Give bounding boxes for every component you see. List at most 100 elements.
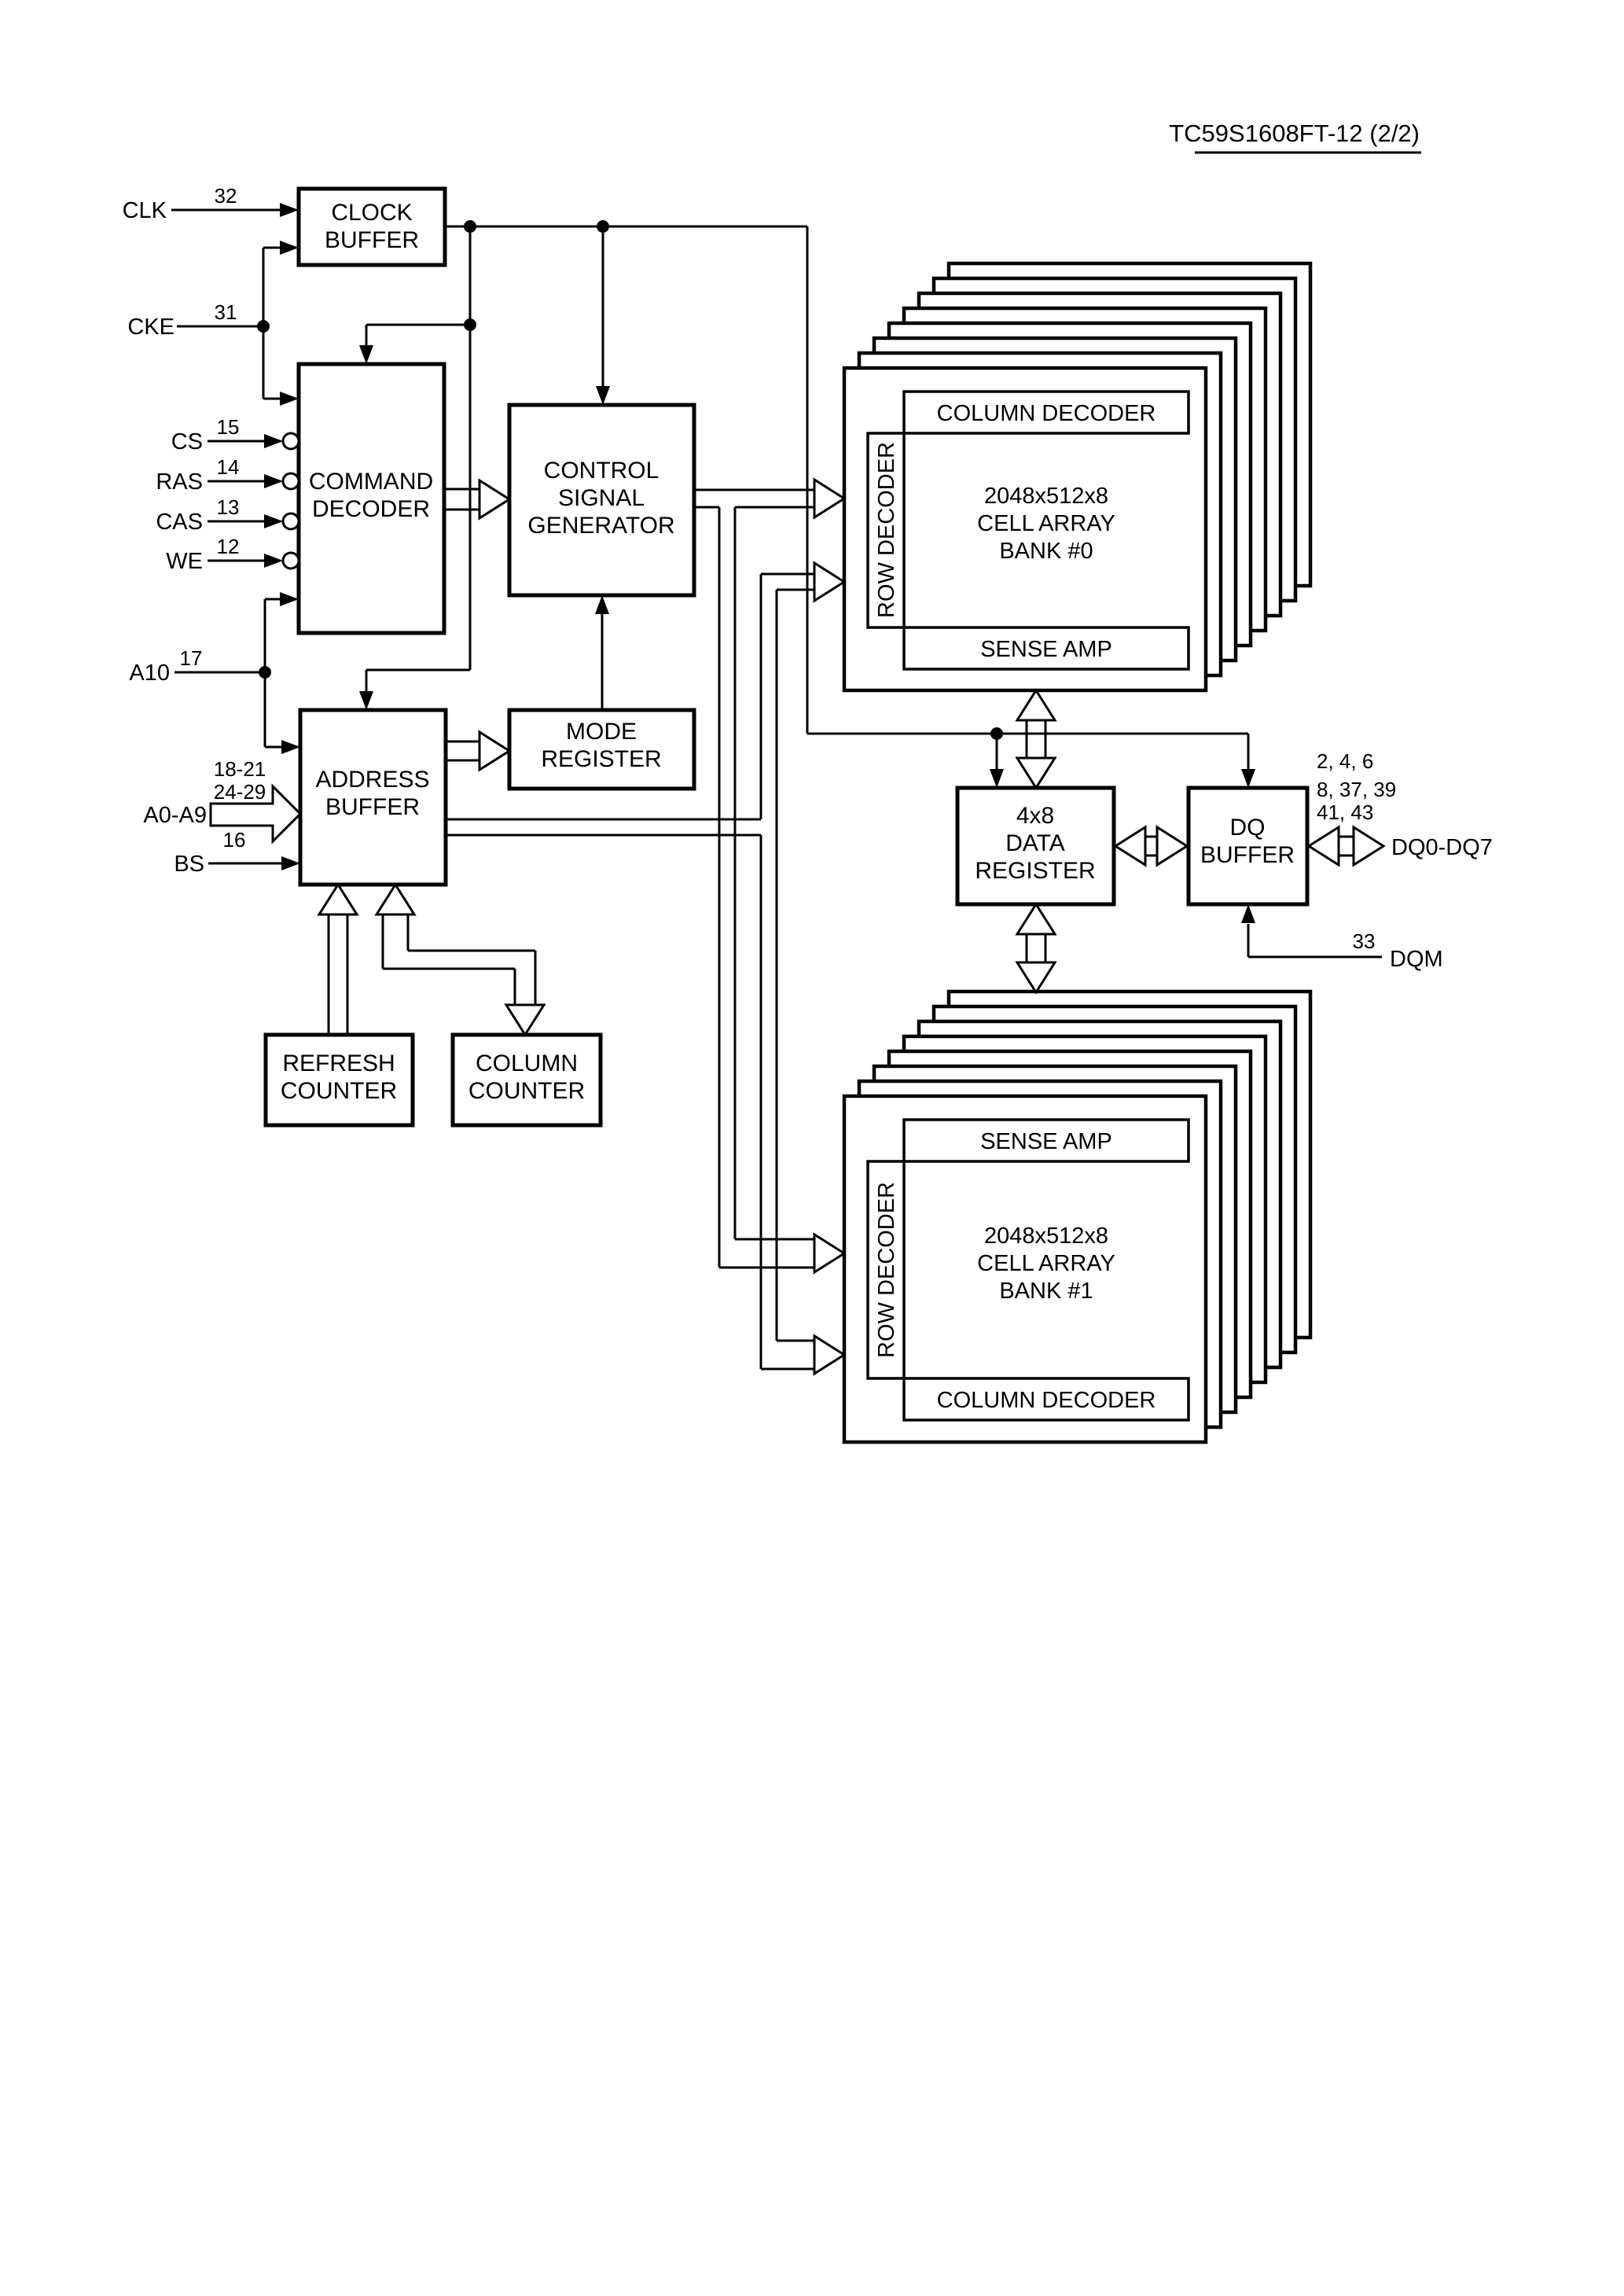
svg-text:REGISTER: REGISTER — [975, 858, 1095, 884]
a10-pin: 17 — [180, 646, 203, 670]
bank1-row-decoder-label: ROW DECODER — [874, 1182, 899, 1358]
svg-text:COMMAND: COMMAND — [309, 469, 433, 495]
cs-pin: 15 — [217, 415, 240, 439]
column-to-ab-arrowhead — [374, 882, 417, 916]
svg-text:CELL ARRAY: CELL ARRAY — [977, 1251, 1115, 1276]
ab-to-column-counter-arrowhead — [504, 1003, 546, 1037]
svg-text:ADDRESS: ADDRESS — [315, 767, 429, 793]
clk-label: CLK — [123, 198, 167, 223]
refresh-counter-bus — [327, 914, 349, 1035]
cs-bubble — [281, 432, 300, 451]
svg-text:4x8: 4x8 — [1016, 803, 1054, 829]
we-label: WE — [166, 549, 203, 574]
bs-pin: 16 — [223, 828, 246, 852]
junction-dots — [257, 220, 1003, 740]
data-register-dq-buffer-arrow — [1113, 825, 1189, 867]
svg-text:CONTROL: CONTROL — [544, 458, 660, 484]
svg-text:BANK #1: BANK #1 — [999, 1279, 1093, 1304]
column-counter-bus — [381, 914, 537, 1006]
svg-text:BUFFER: BUFFER — [1200, 842, 1295, 868]
bank1-column-decoder-label: COLUMN DECODER — [937, 1388, 1156, 1413]
address-buffer-block: ADDRESS BUFFER — [298, 708, 448, 887]
bank0-row-decoder — [866, 432, 906, 629]
svg-text:COUNTER: COUNTER — [468, 1078, 585, 1104]
svg-text:CELL ARRAY: CELL ARRAY — [977, 511, 1115, 536]
a10-label: A10 — [129, 660, 170, 686]
csg-output-bus — [694, 488, 815, 1269]
dq0-dq7-label: DQ0-DQ7 — [1391, 835, 1493, 860]
a0-a9-label: A0-A9 — [143, 803, 207, 828]
doc-title: TC59S1608FT-12 (2/2) — [1169, 120, 1421, 154]
refresh-counter-block: REFRESH COUNTER — [263, 1032, 415, 1128]
dqm-label: DQM — [1390, 947, 1443, 972]
svg-text:SIGNAL: SIGNAL — [558, 485, 645, 511]
ras-label: RAS — [156, 469, 203, 495]
bank0-row-decoder-label: ROW DECODER — [874, 442, 899, 618]
cs-label: CS — [171, 429, 203, 454]
dqm-net — [1247, 924, 1382, 959]
dq-pins-2: 8, 37, 39 — [1317, 778, 1396, 801]
csg-to-bank0-arrowhead — [813, 477, 847, 520]
svg-text:2048x512x8: 2048x512x8 — [984, 1223, 1108, 1249]
ras-bubble — [281, 472, 300, 491]
svg-text:BANK #0: BANK #0 — [999, 539, 1093, 564]
clock-buffer-block: CLOCK BUFFER — [296, 186, 447, 267]
address-to-bank0-arrowhead — [813, 561, 847, 603]
signal-labels: CLK 32 CKE 31 CS 15 RAS 14 CAS 13 WE 12 … — [123, 184, 266, 877]
svg-text:DECODER: DECODER — [312, 496, 430, 522]
bank1-cell-array-label: 2048x512x8 CELL ARRAY BANK #1 — [977, 1223, 1115, 1304]
bank1-column-decoder — [902, 1377, 1190, 1422]
bank0-column-decoder-label: COLUMN DECODER — [937, 401, 1156, 426]
dqm-pin: 33 — [1353, 929, 1376, 953]
data-register-block: 4x8 DATA REGISTER — [955, 786, 1116, 907]
we-bubble — [281, 551, 300, 570]
svg-text:BUFFER: BUFFER — [325, 794, 420, 820]
command-to-csg-bus — [444, 488, 480, 511]
refresh-to-ab-arrowhead — [317, 882, 359, 916]
command-input-nets — [208, 440, 265, 562]
address-to-bank1-arrowhead — [813, 1334, 847, 1376]
command-to-csg-arrowhead — [478, 478, 512, 521]
svg-text:2048x512x8: 2048x512x8 — [984, 484, 1108, 509]
dq-buffer-block: DQ BUFFER — [1186, 786, 1310, 907]
row-address-bus — [446, 572, 815, 1371]
svg-text:REGISTER: REGISTER — [541, 746, 661, 772]
bank1-sense-amp — [902, 1118, 1190, 1163]
bank0-cell-array-label: 2048x512x8 CELL ARRAY BANK #0 — [977, 484, 1115, 564]
dq-pins-3: 41, 43 — [1317, 800, 1373, 824]
page-title: TC59S1608FT-12 (2/2) — [1169, 120, 1420, 147]
cke-pin: 31 — [215, 300, 237, 324]
addr-pins-1: 18-21 — [214, 757, 266, 781]
control-signal-generator-block: CONTROL SIGNAL GENERATOR — [507, 403, 696, 598]
ras-pin: 14 — [217, 455, 240, 479]
cas-bubble — [281, 512, 300, 531]
bank0-column-decoder — [902, 390, 1190, 435]
bank0-sense-amp-label: SENSE AMP — [980, 637, 1112, 662]
svg-text:DATA: DATA — [1005, 830, 1065, 856]
bank0-stack: COLUMN DECODER ROW DECODER SENSE AMP 204… — [842, 261, 1313, 693]
addr-pins-2: 24-29 — [214, 780, 266, 804]
dq-labels: 2, 4, 6 8, 37, 39 41, 43 DQ0-DQ7 33 DQM — [1317, 749, 1493, 972]
address-buffer-to-mode-register-bus — [446, 740, 480, 762]
svg-text:DQ: DQ — [1230, 815, 1266, 841]
bus-arrowheads — [317, 477, 847, 1376]
ab-to-mode-register-arrowhead — [478, 730, 512, 772]
command-decoder-block: COMMAND DECODER — [281, 362, 446, 635]
svg-text:COLUMN: COLUMN — [476, 1050, 578, 1076]
bank1-sense-amp-label: SENSE AMP — [980, 1129, 1112, 1154]
bank1-stack: SENSE AMP ROW DECODER COLUMN DECODER 204… — [842, 989, 1313, 1444]
mode-register-block: MODE REGISTER — [507, 708, 696, 791]
svg-text:BUFFER: BUFFER — [325, 227, 419, 253]
svg-text:REFRESH: REFRESH — [282, 1050, 395, 1076]
column-counter-block: COLUMN COUNTER — [450, 1032, 603, 1128]
cas-label: CAS — [156, 510, 203, 535]
dq-pins-1: 2, 4, 6 — [1317, 749, 1373, 773]
csg-to-bank1-arrowhead — [813, 1232, 847, 1275]
svg-text:MODE: MODE — [566, 719, 637, 745]
svg-text:GENERATOR: GENERATOR — [527, 513, 674, 539]
cke-label: CKE — [127, 315, 175, 340]
svg-text:CLOCK: CLOCK — [331, 200, 412, 226]
bank0-data-register-arrow — [1015, 688, 1057, 790]
bank1-row-decoder — [866, 1160, 906, 1380]
